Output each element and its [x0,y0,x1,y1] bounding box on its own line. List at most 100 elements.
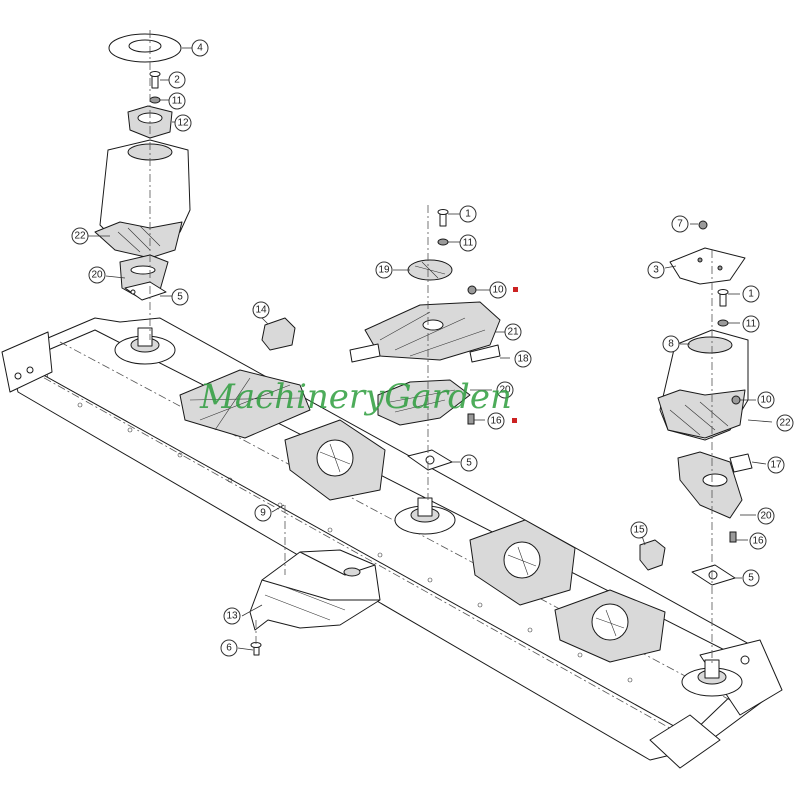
svg-text:10: 10 [492,285,504,296]
right-bolt-16 [729,531,737,543]
right-drum-8 [657,329,749,441]
center-cone-20 [377,379,471,426]
center-hub-19 [407,259,453,281]
right-plate-5 [691,564,736,586]
callout-14: 14 [252,301,270,319]
callout-20: 20 [88,266,106,284]
svg-text:16: 16 [752,536,764,547]
left-plate-5 [124,281,167,301]
callout-10: 10 [757,391,775,409]
callout-16: 16 [487,412,505,430]
svg-text:21: 21 [507,327,519,338]
callout-15: 15 [630,521,648,539]
callout-17: 17 [767,456,785,474]
bracket-15 [639,539,666,571]
callout-18: 18 [514,350,532,368]
svg-text:12: 12 [177,118,189,129]
svg-text:6: 6 [226,643,232,654]
callout-5: 5 [171,288,189,306]
svg-text:18: 18 [517,354,529,365]
callout-5: 5 [742,569,760,587]
center-blade-18 [349,343,501,363]
right-nut-10 [731,395,741,405]
callouts: 4 2 11 12 22 20 5 14 1 11 19 10 21 18 20… [71,39,794,657]
svg-text:2: 2 [174,75,180,86]
svg-text:19: 19 [378,265,390,276]
callout-11: 11 [742,315,760,333]
callout-20: 20 [496,381,514,399]
right-nut-7 [698,220,708,230]
callout-7: 7 [671,215,689,233]
svg-text:20: 20 [91,270,103,281]
svg-text:11: 11 [172,96,183,107]
bar-hub-left [114,327,176,365]
callout-2: 2 [168,71,186,89]
center-bolt-16 [467,413,475,425]
disc-3 [469,519,576,606]
left-drum [94,139,191,259]
callout-10: 10 [489,281,507,299]
leader-lines [88,47,773,651]
bar-hub-center [394,497,456,535]
left-cap-4 [108,33,182,63]
svg-text:5: 5 [177,292,183,303]
center-nut-10 [467,285,477,295]
svg-text:11: 11 [463,238,474,249]
svg-text:10: 10 [760,395,772,406]
callout-20: 20 [757,507,775,525]
bracket-14 [261,317,296,351]
callout-5: 5 [460,454,478,472]
disc-4 [554,589,666,663]
svg-text:15: 15 [633,525,645,536]
svg-text:22: 22 [779,418,791,429]
callout-13: 13 [223,607,241,625]
callout-3: 3 [647,261,665,279]
flag-marker [512,418,517,423]
disc-2 [284,419,386,501]
svg-text:1: 1 [465,209,471,220]
callout-21: 21 [504,323,522,341]
svg-text:3: 3 [653,265,659,276]
callout-8: 8 [662,335,680,353]
svg-text:20: 20 [499,385,511,396]
callout-22: 22 [71,227,89,245]
svg-text:16: 16 [490,416,502,427]
svg-text:1: 1 [748,289,754,300]
svg-text:14: 14 [255,305,267,316]
callout-16: 16 [749,532,767,550]
disc-1 [179,369,311,439]
callout-4: 4 [191,39,209,57]
right-cap-3 [669,247,746,285]
center-bolt-1 [437,209,449,227]
right-washer-11 [717,319,729,327]
svg-text:8: 8 [668,339,674,350]
svg-text:20: 20 [760,511,772,522]
watermark-text: MachineryGarden [199,377,512,417]
svg-text:22: 22 [74,231,86,242]
left-washer-11 [149,96,161,104]
callout-1: 1 [459,205,477,223]
callout-11: 11 [459,234,477,252]
flag-marker [513,287,518,292]
callout-9: 9 [254,504,272,522]
bar-hub-right [681,659,743,697]
svg-text:13: 13 [226,611,238,622]
right-cone-20 [677,451,743,519]
bolt-6 [250,642,262,656]
svg-text:7: 7 [677,219,683,230]
svg-text:11: 11 [746,319,757,330]
callout-19: 19 [375,261,393,279]
callout-11: 11 [168,92,186,110]
svg-text:4: 4 [197,43,203,54]
left-bolt-2 [149,71,161,89]
svg-text:5: 5 [748,573,754,584]
svg-text:9: 9 [260,508,266,519]
center-washer-11 [437,238,449,246]
right-blade-17 [729,453,753,473]
skid-axis-line [255,505,286,645]
callout-6: 6 [220,639,238,657]
skid-plate-13 [249,549,381,631]
callout-22: 22 [776,414,794,432]
svg-text:17: 17 [770,460,782,471]
